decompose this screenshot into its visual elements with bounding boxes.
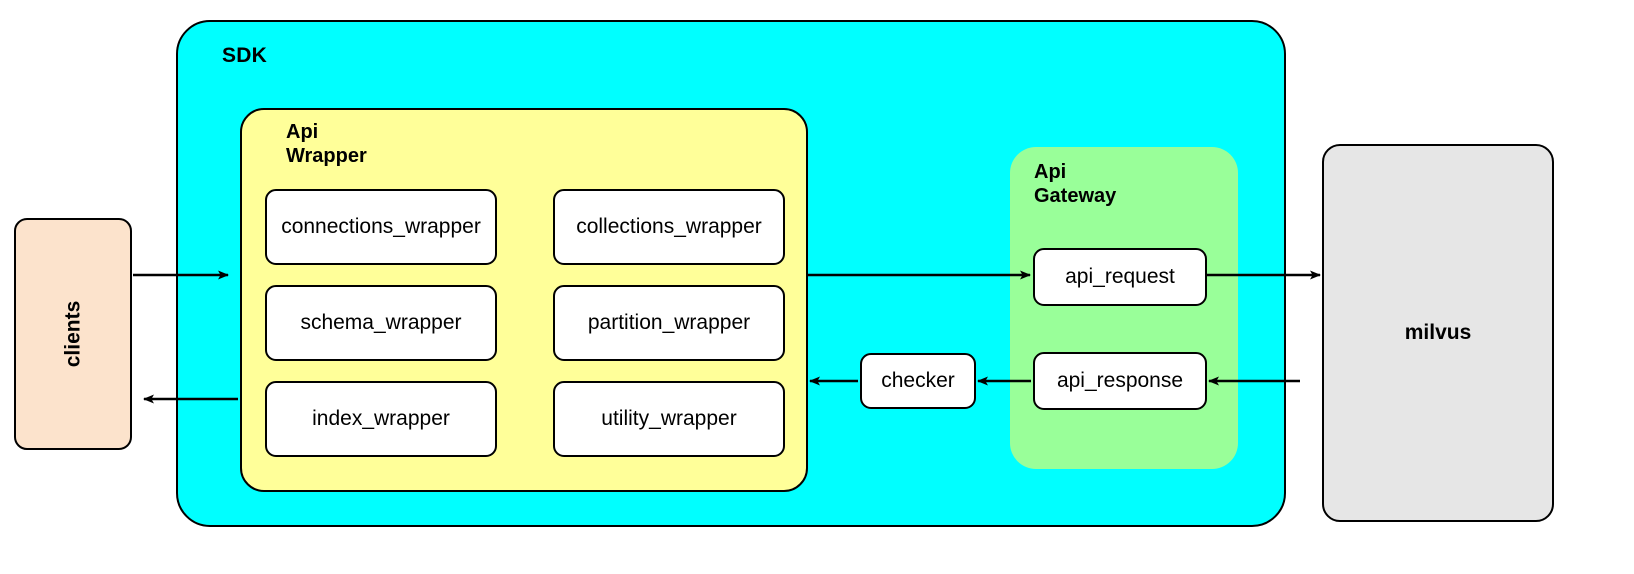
node-label: index_wrapper (312, 407, 450, 430)
node-label: schema_wrapper (300, 311, 462, 334)
sdk-label: SDK (222, 44, 267, 67)
node-api-response[interactable]: api_response (1033, 352, 1207, 410)
node-label: milvus (1404, 321, 1472, 344)
node-collections-wrapper[interactable]: collections_wrapper (553, 189, 785, 265)
api-wrapper-label: Api Wrapper (286, 121, 367, 168)
node-partition-wrapper[interactable]: partition_wrapper (553, 285, 785, 361)
node-clients[interactable]: clients (14, 218, 132, 450)
node-checker[interactable]: checker (860, 353, 976, 409)
node-connections-wrapper[interactable]: connections_wrapper (265, 189, 497, 265)
node-label: utility_wrapper (601, 407, 737, 430)
node-label: api_response (1056, 369, 1184, 392)
node-index-wrapper[interactable]: index_wrapper (265, 381, 497, 457)
node-api-request[interactable]: api_request (1033, 248, 1207, 306)
node-utility-wrapper[interactable]: utility_wrapper (553, 381, 785, 457)
node-label: collections_wrapper (576, 215, 762, 238)
node-label: clients (61, 300, 84, 368)
api-gateway-label: Api Gateway (1034, 161, 1117, 208)
api-gateway-container: Api Gateway (1010, 147, 1238, 469)
node-label: partition_wrapper (587, 311, 751, 334)
node-label: connections_wrapper (281, 215, 481, 238)
node-milvus[interactable]: milvus (1322, 144, 1554, 522)
node-schema-wrapper[interactable]: schema_wrapper (265, 285, 497, 361)
node-label: checker (881, 369, 955, 392)
node-label: api_request (1065, 265, 1175, 288)
